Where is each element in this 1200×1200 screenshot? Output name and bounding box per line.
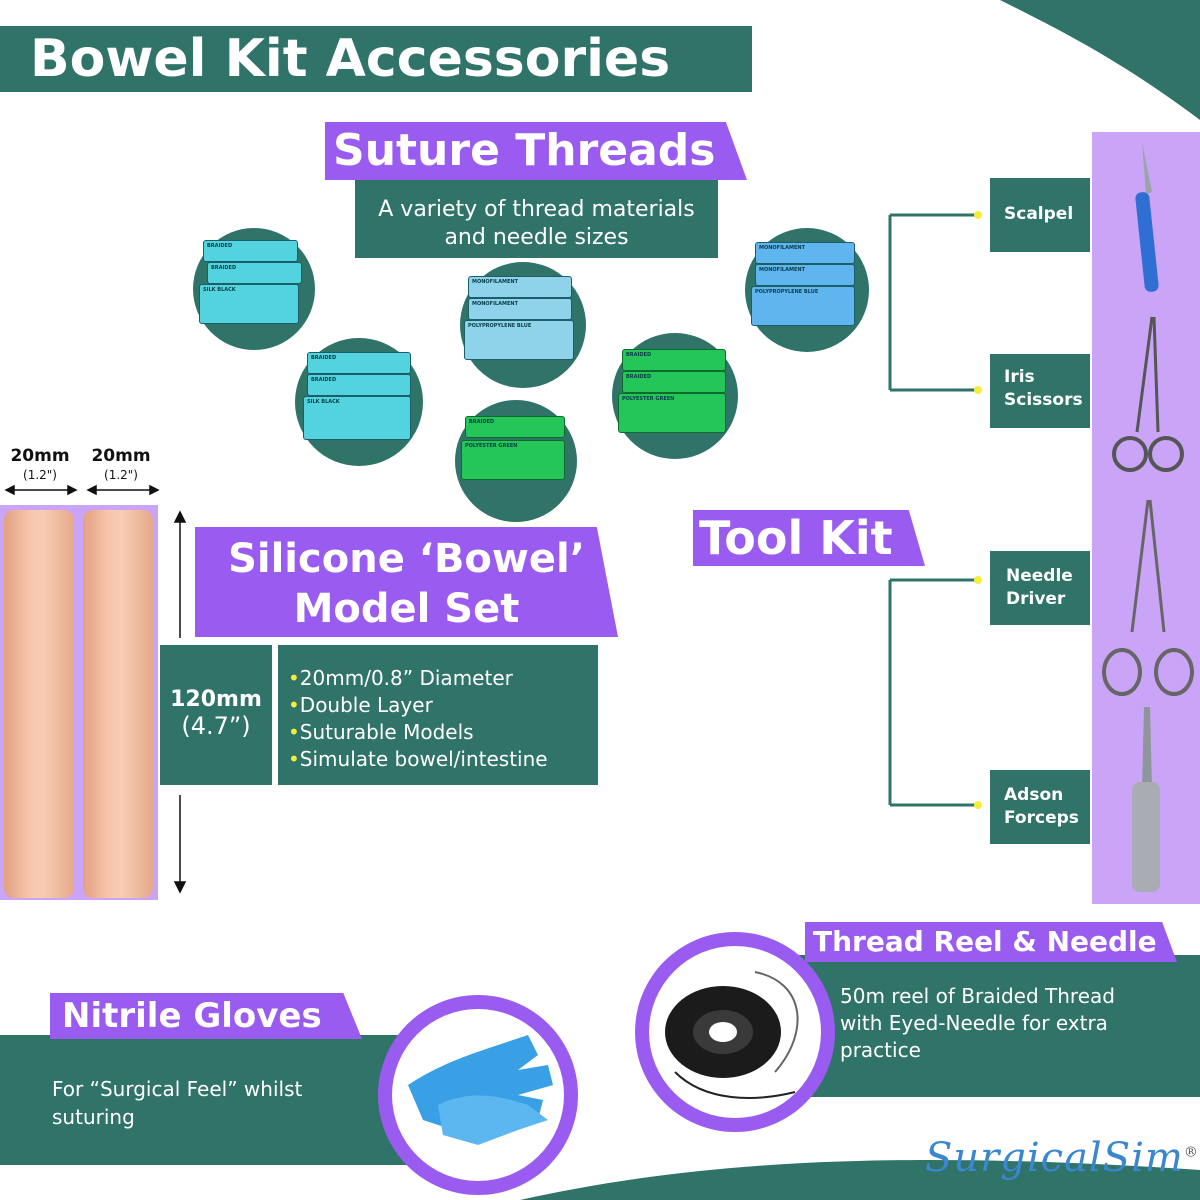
- page-title: Bowel Kit Accessories: [0, 26, 752, 92]
- packet-label: POLYESTER GREEN: [461, 440, 565, 480]
- scissors-icon: [1112, 316, 1184, 472]
- brand-name: SurgicalSim: [925, 1135, 1184, 1181]
- width-label-right: 20mm: [91, 446, 151, 466]
- width-label-left: 20mm: [10, 446, 70, 466]
- reel-desc-line3: practice: [840, 1038, 921, 1062]
- suture-description-line2: and needle sizes: [444, 225, 629, 250]
- packet-label: BRAIDED: [465, 416, 565, 438]
- suture-disc-mono-2: MONOFILAMENT MONOFILAMENT POLYPROPYLENE …: [745, 228, 869, 352]
- reel-heading: Thread Reel & Needle: [805, 922, 1177, 962]
- tool-label-needle-driver: Needle Driver: [990, 551, 1090, 625]
- packet-label: BRAIDED: [307, 374, 411, 396]
- packet-label: POLYPROPYLENE BLUE: [751, 286, 855, 326]
- packet-label: BRAIDED: [622, 349, 726, 371]
- suture-disc-silk-1: BRAIDED BRAIDED SILK BLACK: [193, 228, 315, 350]
- needle-driver-icon: [1102, 499, 1194, 696]
- brand-logo: SurgicalSim®: [925, 1135, 1199, 1191]
- bowel-tube-right: [83, 510, 153, 898]
- tool-tree-lines: [888, 213, 978, 807]
- tool-label-line: Iris: [1004, 367, 1035, 387]
- packet-label: SILK BLACK: [199, 284, 299, 324]
- dimension-arrows: [4, 484, 160, 496]
- packet-label: BRAIDED: [203, 240, 298, 262]
- registered-mark: ®: [1183, 1144, 1199, 1161]
- packet-label: MONOFILAMENT: [468, 276, 572, 298]
- width-label-left-inches: (1.2"): [23, 468, 57, 482]
- packet-label: MONOFILAMENT: [755, 264, 855, 286]
- gloves-icon: [408, 1035, 553, 1145]
- feature-item: •20mm/0.8” Diameter: [288, 666, 513, 690]
- suture-disc-green-2: BRAIDED POLYESTER GREEN: [455, 400, 577, 522]
- packet-label: MONOFILAMENT: [755, 242, 855, 264]
- packet-label: SILK BLACK: [303, 396, 411, 440]
- tool-label-line: Scalpel: [1004, 204, 1074, 224]
- tool-label-iris-scissors: Iris Scissors: [990, 354, 1090, 428]
- packet-label: BRAIDED: [622, 371, 726, 393]
- length-arrow: [173, 510, 187, 894]
- tool-label-line: Driver: [1006, 589, 1066, 609]
- suture-threads-heading: Suture Threads: [325, 122, 747, 180]
- suture-disc-silk-2: BRAIDED BRAIDED SILK BLACK: [295, 338, 423, 466]
- tool-label-scalpel: Scalpel: [990, 178, 1090, 252]
- thread-reel-icon: [665, 971, 799, 1099]
- packet-label: MONOFILAMENT: [468, 298, 572, 320]
- reel-desc-line1: 50m reel of Braided Thread: [840, 984, 1115, 1008]
- tool-label-line: Adson: [1004, 785, 1064, 805]
- length-box: 120mm (4.7”): [160, 645, 272, 785]
- tool-kit-heading: Tool Kit: [693, 510, 925, 566]
- tree-node-dot: [974, 211, 982, 219]
- gloves-disc: [378, 995, 578, 1195]
- bowel-heading-line2: Model Set: [293, 586, 520, 632]
- packet-label: POLYESTER GREEN: [618, 393, 726, 433]
- suture-disc-green-1: BRAIDED BRAIDED POLYESTER GREEN: [612, 333, 738, 459]
- bowel-heading: Silicone ‘Bowel’ Model Set: [195, 527, 618, 637]
- packet-label: BRAIDED: [207, 262, 302, 284]
- length-value: 120mm: [170, 687, 262, 712]
- reel-disc: [635, 932, 835, 1132]
- feature-item: •Simulate bowel/intestine: [288, 747, 548, 771]
- packet-label: BRAIDED: [307, 352, 411, 374]
- suture-description: A variety of thread materials and needle…: [355, 180, 718, 258]
- forceps-icon: [1132, 707, 1160, 892]
- tool-illustrations: [1102, 142, 1194, 892]
- gloves-desc-line2: suturing: [52, 1105, 135, 1129]
- gloves-desc-line1: For “Surgical Feel” whilst: [52, 1077, 303, 1101]
- tool-label-line: Scissors: [1004, 390, 1083, 410]
- scalpel-icon: [1135, 142, 1159, 292]
- gloves-description-box: For “Surgical Feel” whilst suturing: [0, 1035, 440, 1165]
- tool-label-line: Needle: [1006, 566, 1073, 586]
- width-label-right-inches: (1.2"): [104, 468, 138, 482]
- length-value-inches: (4.7”): [181, 712, 251, 740]
- gloves-heading: Nitrile Gloves: [50, 993, 362, 1039]
- bowel-tube-left: [4, 510, 74, 898]
- suture-description-line1: A variety of thread materials: [378, 197, 695, 222]
- tool-label-adson-forceps: Adson Forceps: [990, 770, 1090, 844]
- packet-label: POLYPROPYLENE BLUE: [464, 320, 574, 360]
- tree-node-dot: [974, 576, 982, 584]
- tree-node-dot: [974, 801, 982, 809]
- bowel-heading-line1: Silicone ‘Bowel’: [228, 536, 585, 582]
- feature-item: •Suturable Models: [288, 720, 474, 744]
- tool-label-line: Forceps: [1004, 808, 1079, 828]
- tree-node-dot: [974, 386, 982, 394]
- suture-disc-mono-1: MONOFILAMENT MONOFILAMENT POLYPROPYLENE …: [460, 262, 586, 388]
- reel-desc-line2: with Eyed-Needle for extra: [840, 1011, 1108, 1035]
- feature-item: •Double Layer: [288, 693, 433, 717]
- bowel-features-box: •20mm/0.8” Diameter •Double Layer •Sutur…: [278, 645, 598, 785]
